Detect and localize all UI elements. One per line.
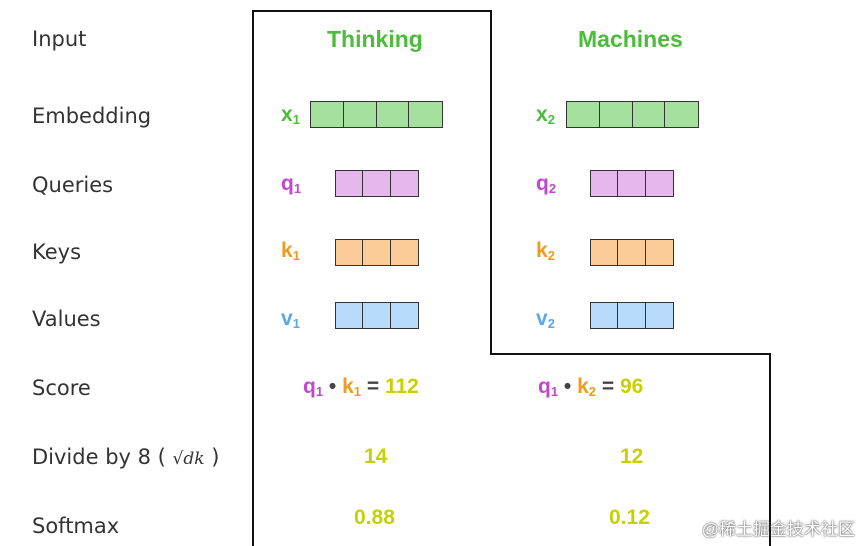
divide-text: Divide by 8 ( bbox=[32, 445, 166, 469]
vector-cell bbox=[618, 303, 646, 328]
vector-k2 bbox=[590, 239, 674, 266]
label-v2: v2 bbox=[536, 307, 555, 331]
score-thinking: q1 • k1 = 112 bbox=[303, 375, 419, 399]
row-label-softmax: Softmax bbox=[32, 514, 120, 538]
row-label-embedding: Embedding bbox=[32, 104, 152, 128]
vector-v1 bbox=[335, 302, 419, 329]
label-v1: v1 bbox=[281, 307, 300, 331]
vector-x1 bbox=[310, 101, 443, 128]
softmax-thinking: 0.88 bbox=[354, 506, 395, 529]
row-label-values: Values bbox=[32, 307, 101, 331]
vector-cell bbox=[363, 303, 391, 328]
vector-cell bbox=[618, 171, 646, 196]
divided-thinking: 14 bbox=[364, 445, 388, 468]
row-label-keys: Keys bbox=[32, 240, 82, 264]
row-label-input: Input bbox=[32, 27, 87, 51]
divided-machines: 12 bbox=[620, 445, 644, 468]
divide-close: ) bbox=[211, 445, 220, 469]
score-value-2: 96 bbox=[619, 375, 644, 398]
word-thinking: Thinking bbox=[327, 26, 423, 52]
row-label-divide: Divide by 8 ( √dk ) bbox=[32, 445, 219, 469]
label-q1: q1 bbox=[281, 172, 302, 196]
vector-cell bbox=[344, 102, 377, 127]
vector-cell bbox=[591, 303, 619, 328]
vector-cell bbox=[391, 171, 418, 196]
vector-k1 bbox=[335, 239, 419, 266]
vector-x2 bbox=[566, 101, 699, 128]
vector-q2 bbox=[590, 170, 674, 197]
vector-cell bbox=[377, 102, 410, 127]
vector-q1 bbox=[335, 170, 419, 197]
label-x1: x1 bbox=[281, 103, 300, 127]
vector-cell bbox=[409, 102, 442, 127]
vector-cell bbox=[336, 171, 364, 196]
row-label-queries: Queries bbox=[32, 173, 114, 197]
vector-cell bbox=[311, 102, 344, 127]
vector-cell bbox=[646, 240, 673, 265]
vector-cell bbox=[336, 240, 364, 265]
vector-cell bbox=[600, 102, 633, 127]
vector-cell bbox=[363, 240, 391, 265]
vector-cell bbox=[391, 303, 418, 328]
vector-cell bbox=[591, 240, 619, 265]
softmax-machines: 0.12 bbox=[609, 506, 650, 529]
label-k1: k1 bbox=[281, 239, 300, 263]
score-machines: q1 • k2 = 96 bbox=[538, 375, 644, 399]
vector-cell bbox=[646, 171, 673, 196]
label-x2: x2 bbox=[536, 103, 555, 127]
score-value-1: 112 bbox=[384, 375, 419, 398]
watermark: @稀土掘金技术社区 bbox=[701, 520, 855, 539]
vector-cell bbox=[618, 240, 646, 265]
vector-cell bbox=[391, 240, 418, 265]
vector-cell bbox=[633, 102, 666, 127]
label-q2: q2 bbox=[536, 172, 557, 196]
vector-cell bbox=[567, 102, 600, 127]
vector-cell bbox=[363, 171, 391, 196]
sqrt-dk-formula: √dk bbox=[172, 449, 205, 469]
label-k2: k2 bbox=[536, 239, 555, 263]
vector-cell bbox=[665, 102, 698, 127]
vector-cell bbox=[336, 303, 364, 328]
word-machines: Machines bbox=[578, 26, 683, 52]
vector-cell bbox=[591, 171, 619, 196]
vector-v2 bbox=[590, 302, 674, 329]
outline-path bbox=[252, 10, 771, 546]
vector-cell bbox=[646, 303, 673, 328]
row-label-score: Score bbox=[32, 376, 91, 400]
